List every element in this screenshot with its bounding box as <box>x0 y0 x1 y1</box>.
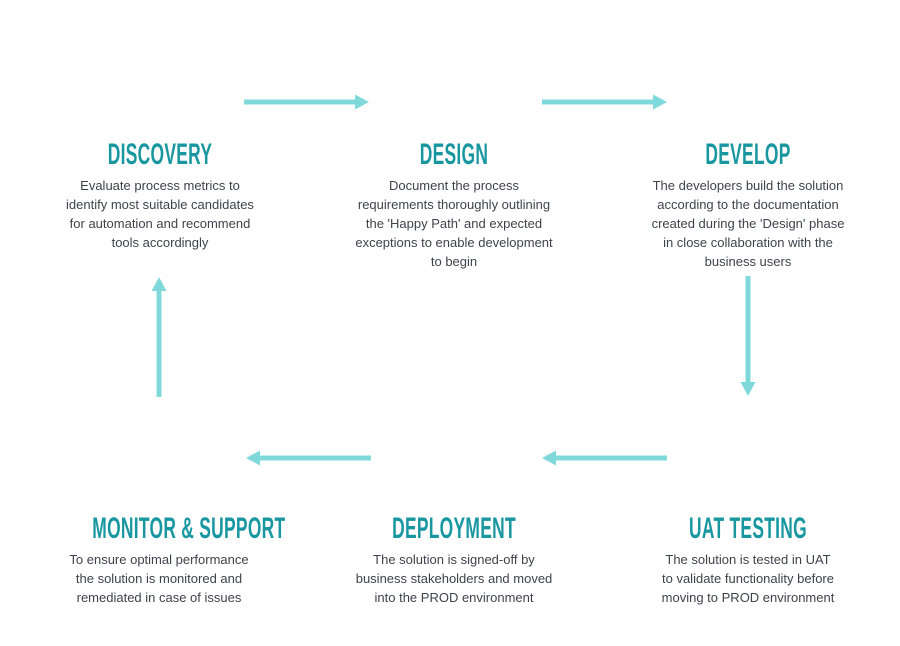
stage-title-monitor-support: MONITOR & SUPPORT <box>92 512 286 545</box>
arrow-deployment-to-monitor-icon <box>246 450 371 466</box>
stage-design: DESIGN Document the process requirements… <box>339 140 569 271</box>
stage-title-discovery: DISCOVERY <box>107 138 213 171</box>
stage-monitor-support: MONITOR & SUPPORT To ensure optimal perf… <box>44 512 286 607</box>
stage-title-uat-testing: UAT TESTING <box>689 512 807 545</box>
stage-title-deployment: DEPLOYMENT <box>392 512 516 545</box>
stage-description-develop: The developers build the solution accord… <box>651 178 845 269</box>
stage-develop: DEVELOP The developers build the solutio… <box>633 140 863 271</box>
stage-description-deployment: The solution is signed-off by business s… <box>355 552 553 605</box>
stage-description-discovery: Evaluate process metrics to identify mos… <box>66 178 254 250</box>
stage-discovery: DISCOVERY Evaluate process metrics to id… <box>45 140 275 252</box>
stage-title-design: DESIGN <box>419 138 489 171</box>
arrow-develop-to-uat-icon <box>740 276 756 396</box>
stage-description-uat-testing: The solution is tested in UAT to validat… <box>661 552 835 605</box>
stage-description-design: Document the process requirements thorou… <box>355 178 553 269</box>
stage-deployment: DEPLOYMENT The solution is signed-off by… <box>339 514 569 607</box>
arrow-design-to-develop-icon <box>542 94 667 110</box>
arrow-discovery-to-design-icon <box>244 94 369 110</box>
stage-uat-testing: UAT TESTING The solution is tested in UA… <box>633 514 863 607</box>
stage-description-monitor-support: To ensure optimal performance the soluti… <box>69 552 249 605</box>
stage-title-develop: DEVELOP <box>705 138 791 171</box>
arrow-uat-to-deployment-icon <box>542 450 667 466</box>
arrow-monitor-to-discovery-icon <box>151 277 167 397</box>
